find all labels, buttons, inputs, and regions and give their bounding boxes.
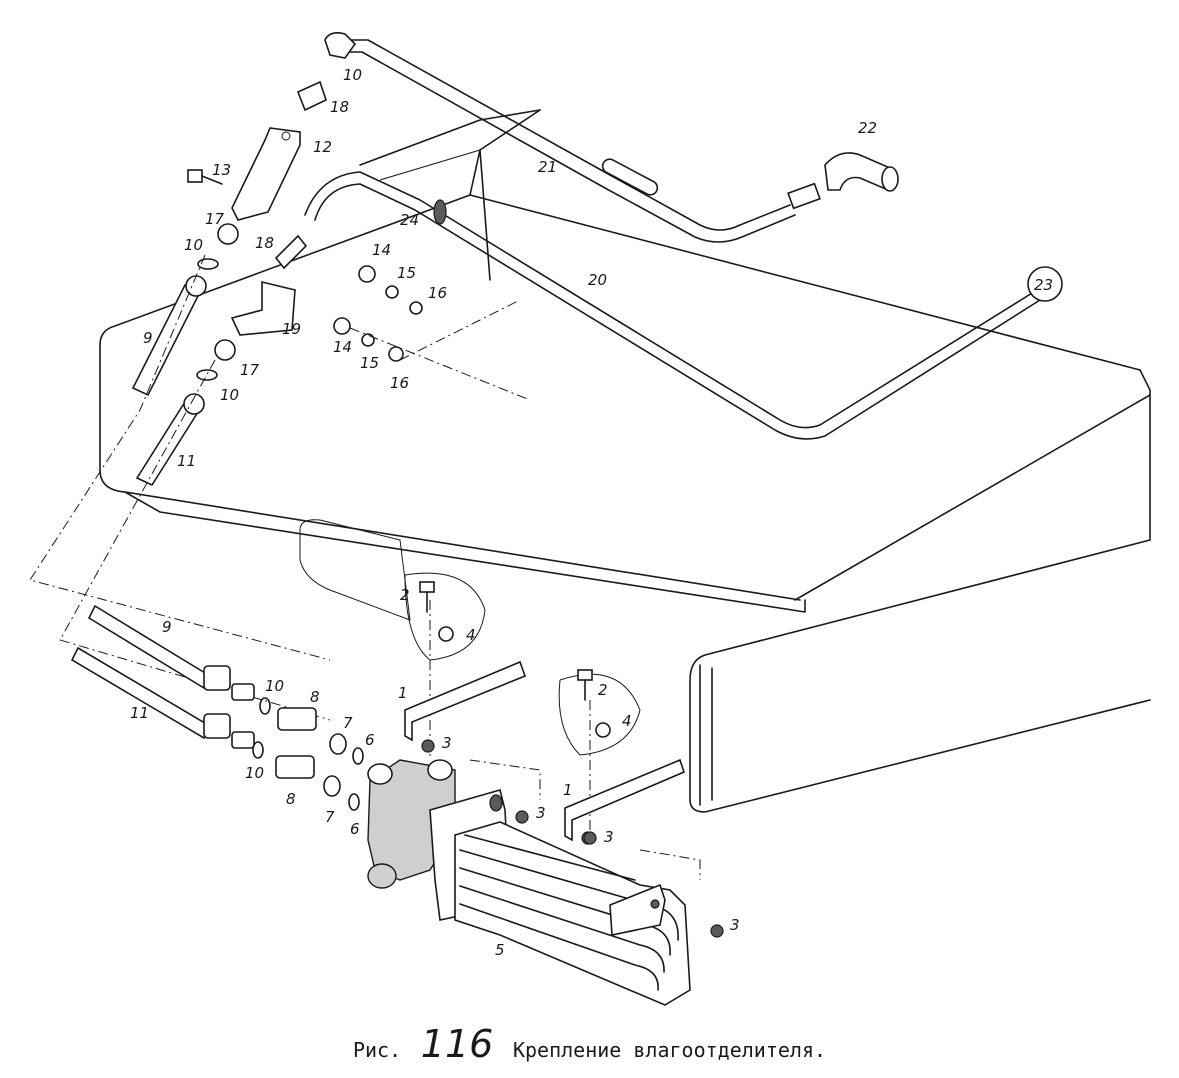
callout-3: 3 — [536, 804, 546, 822]
callout-14: 14 — [333, 338, 352, 356]
callout-10: 10 — [245, 764, 264, 782]
callout-6: 6 — [350, 820, 360, 838]
caption-title: Крепление влагоотделителя. — [512, 1038, 827, 1062]
callout-11: 11 — [177, 452, 196, 470]
lower-fittings — [70, 604, 364, 811]
callout-7: 7 — [343, 714, 353, 732]
figure-caption: Рис. 116 Крепление влагоотделителя. — [0, 1022, 1179, 1066]
callouts: 10 18 12 13 17 10 18 24 21 22 20 14 15 1… — [130, 66, 1053, 959]
elbow-fitting-22 — [824, 152, 899, 192]
caption-number: 116 — [420, 1022, 494, 1066]
callout-8: 8 — [286, 790, 296, 808]
detail-bubbles — [404, 572, 641, 756]
callout-11: 11 — [130, 704, 149, 722]
callout-20: 20 — [588, 271, 607, 289]
pipe-20 — [304, 171, 1063, 440]
callout-10: 10 — [220, 386, 239, 404]
callout-9: 9 — [162, 618, 172, 636]
assembly-lines — [29, 254, 701, 880]
callout-4: 4 — [622, 712, 632, 730]
callout-19: 19 — [282, 320, 301, 338]
bracket-12 — [231, 127, 301, 221]
callout-1: 1 — [563, 781, 573, 799]
caption-prefix: Рис. — [352, 1038, 402, 1062]
callout-18: 18 — [330, 98, 349, 116]
callout-14: 14 — [372, 241, 391, 259]
callout-3: 3 — [442, 734, 452, 752]
callout-13: 13 — [212, 161, 231, 179]
hardware-upper — [187, 80, 423, 381]
moisture-separator-5 — [367, 759, 724, 1006]
callout-10: 10 — [184, 236, 203, 254]
callout-16: 16 — [390, 374, 409, 392]
callout-15: 15 — [360, 354, 379, 372]
callout-16: 16 — [428, 284, 447, 302]
callout-22: 22 — [858, 119, 877, 137]
callout-12: 12 — [313, 138, 332, 156]
callout-2: 2 — [598, 681, 608, 699]
callout-3: 3 — [730, 916, 740, 934]
tubes-upper — [131, 275, 207, 487]
callout-17: 17 — [205, 210, 225, 228]
callout-9: 9 — [143, 329, 153, 347]
frame-cross-member — [99, 109, 1151, 813]
callout-5: 5 — [495, 941, 505, 959]
callout-7: 7 — [325, 808, 335, 826]
callout-18: 18 — [255, 234, 274, 252]
callout-2: 2 — [400, 586, 410, 604]
callout-17: 17 — [240, 361, 260, 379]
callout-10: 10 — [343, 66, 362, 84]
callout-1: 1 — [398, 684, 408, 702]
pipe-21 — [324, 32, 899, 243]
callout-3: 3 — [604, 828, 614, 846]
callout-8: 8 — [310, 688, 320, 706]
callout-15: 15 — [397, 264, 416, 282]
callout-6: 6 — [365, 731, 375, 749]
callout-23: 23 — [1034, 276, 1053, 294]
callout-24: 24 — [400, 211, 419, 229]
callout-10: 10 — [265, 677, 284, 695]
callout-4: 4 — [466, 626, 476, 644]
bracket-19 — [230, 280, 296, 336]
callout-21: 21 — [538, 158, 557, 176]
